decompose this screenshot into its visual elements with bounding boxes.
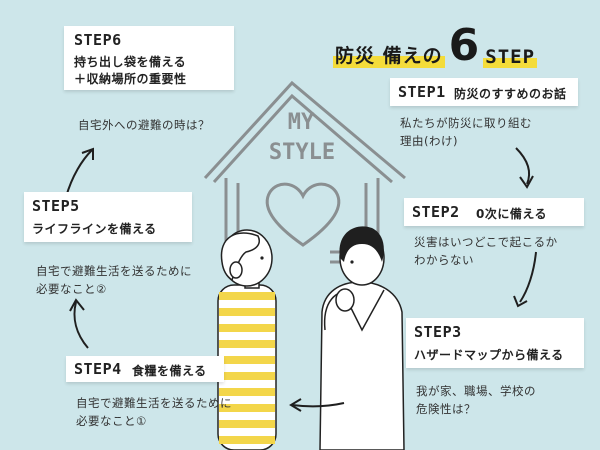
house-label-my: MY — [276, 110, 326, 135]
step1-description-line1: 私たちが防災に取り組む — [400, 114, 532, 133]
step3-label: STEP3 — [414, 323, 462, 341]
step2-description-line2: わからない — [414, 251, 474, 270]
step6-text-line2: ＋収納場所の重要性 — [74, 70, 187, 87]
step1-description-line2: 理由(わけ) — [400, 132, 458, 151]
heart-icon — [267, 184, 339, 245]
step4-card: STEP4 食糧を備える — [66, 356, 224, 382]
step3-text: ハザードマップから備える — [414, 346, 564, 363]
woman-illustration — [218, 230, 276, 450]
man-illustration — [320, 226, 404, 450]
title-suffix: STEP — [483, 46, 537, 68]
arrow-step2-to-step3 — [520, 252, 536, 302]
step1-label: STEP1 — [398, 83, 446, 101]
title-prefix: 防災 備えの — [333, 41, 445, 68]
step1-card: STEP1 防災のすすめのお話 — [390, 78, 578, 106]
step2-card: STEP2 0次に備える — [404, 198, 584, 226]
step3-description-line2: 危険性は？ — [416, 400, 476, 419]
title-number: 6 — [449, 24, 480, 68]
page-title: 防災 備えの 6 STEP — [333, 20, 537, 68]
step3-card: STEP3 ハザードマップから備える — [406, 318, 584, 368]
arrow-step5-to-step6 — [66, 150, 92, 197]
step4-description-line2: 必要なこと① — [76, 412, 147, 431]
step6-label: STEP6 — [74, 31, 122, 49]
arrow-step1-to-step2 — [516, 148, 529, 184]
step4-label: STEP4 — [74, 360, 122, 378]
step5-card: STEP5 ライフラインを備える — [24, 192, 192, 242]
step2-text: 0次に備える — [476, 205, 547, 222]
step2-label: STEP2 — [412, 203, 460, 221]
step4-description-line1: 自宅で避難生活を送るために — [76, 394, 232, 413]
step3-description-line1: 我が家、職場、学校の — [416, 382, 536, 401]
step6-text-line1: 持ち出し袋を備える — [74, 53, 186, 70]
step5-label: STEP5 — [32, 197, 80, 215]
step5-text: ライフラインを備える — [32, 220, 157, 237]
step2-description-line1: 災害はいつどこで起こるか — [414, 233, 558, 252]
arrow-step4-to-step5 — [75, 302, 89, 348]
step5-description-line1: 自宅で避難生活を送るために — [36, 262, 192, 281]
step5-description-line2: 必要なこと② — [36, 280, 107, 299]
step6-card: STEP6 持ち出し袋を備える ＋収納場所の重要性 — [64, 26, 234, 90]
step1-text: 防災のすすめのお話 — [454, 85, 567, 102]
step4-text: 食糧を備える — [132, 362, 207, 379]
step6-description: 自宅外への避難の時は？ — [78, 116, 210, 135]
house-label-style: STYLE — [250, 140, 354, 165]
